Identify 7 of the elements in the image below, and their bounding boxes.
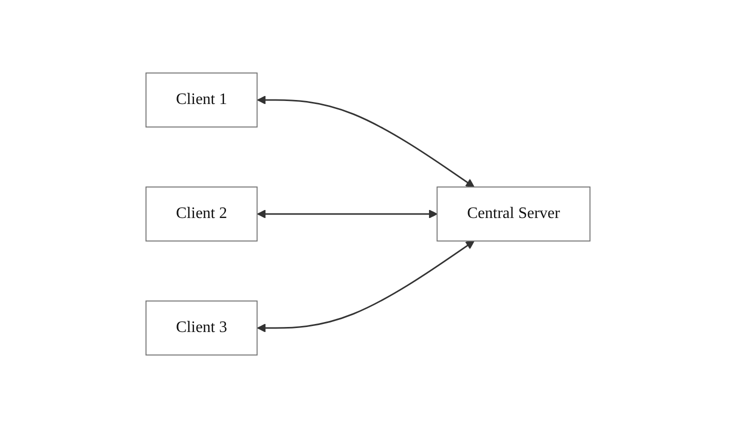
node-box: Client 3 bbox=[145, 300, 258, 356]
node-box: Central Server bbox=[436, 186, 590, 242]
arrow bbox=[256, 210, 438, 218]
node-box: Client 1 bbox=[145, 72, 258, 128]
node-box: Client 2 bbox=[145, 186, 258, 242]
arrow bbox=[256, 240, 474, 332]
arrow bbox=[256, 96, 474, 188]
